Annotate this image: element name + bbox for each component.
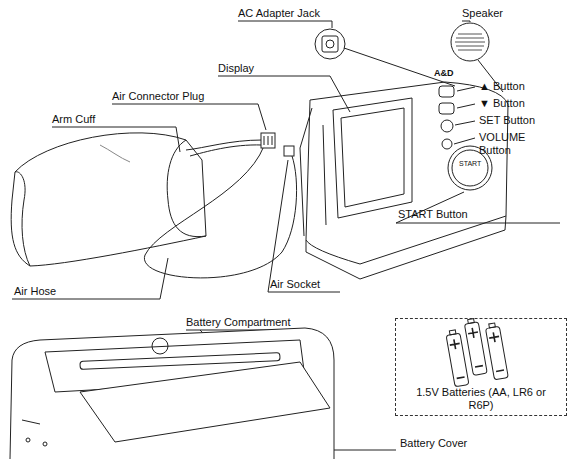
- cuff-label: Arm Cuff: [52, 113, 95, 126]
- button-label: VOLUME Button: [479, 131, 539, 157]
- hose-label: Air Hose: [14, 285, 56, 298]
- speaker-label: Speaker: [462, 7, 503, 20]
- jack-label: AC Adapter Jack: [238, 7, 320, 20]
- button-label: START Button: [398, 208, 468, 221]
- battery-box: 1.5V Batteries (AA, LR6 or R6P): [395, 318, 567, 416]
- compartment-label: Battery Compartment: [186, 316, 291, 329]
- display-label: Display: [218, 62, 254, 75]
- battery-text: 1.5V Batteries (AA, LR6 or R6P): [396, 386, 566, 412]
- button-label: ▼ Button: [479, 97, 525, 110]
- cover-label: Battery Cover: [400, 437, 467, 450]
- button-label: ▲ Button: [479, 80, 525, 93]
- button-label: SET Button: [479, 114, 535, 127]
- socket-label: Air Socket: [270, 278, 320, 291]
- brand-logo: A&D: [434, 68, 454, 79]
- button-text: START: [459, 159, 481, 168]
- plug-label: Air Connector Plug: [112, 90, 204, 103]
